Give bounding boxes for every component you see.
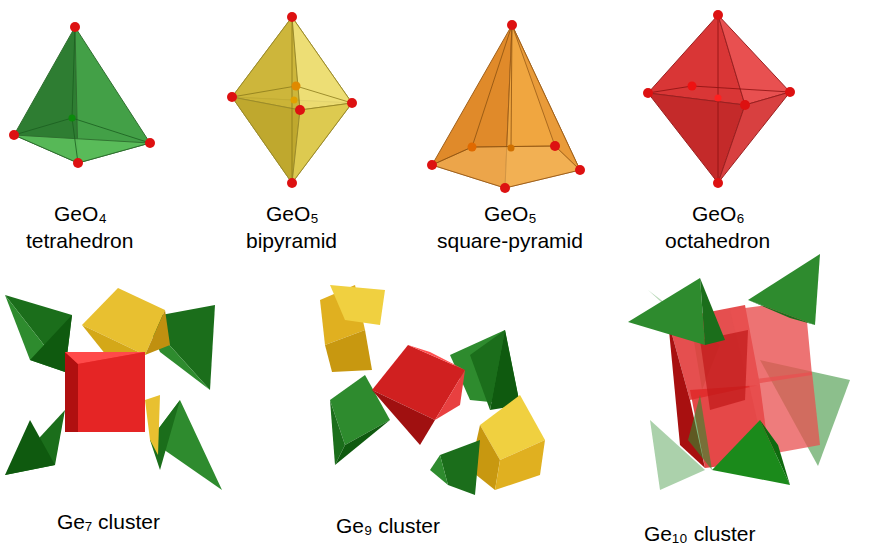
formula-label: GeO₅ bbox=[266, 202, 319, 226]
shape-name: octahedron bbox=[665, 229, 770, 253]
ge10-cluster bbox=[628, 254, 850, 490]
ge9-cluster bbox=[320, 285, 545, 495]
cluster-label: Ge₁₀ cluster bbox=[644, 522, 756, 546]
bipyramid bbox=[227, 12, 357, 188]
shape-name: bipyramid bbox=[246, 229, 337, 253]
formula-label: GeO₄ bbox=[54, 202, 107, 226]
formula-label: GeO₆ bbox=[692, 202, 745, 226]
shape-name: square-pyramid bbox=[437, 229, 583, 253]
ge7-cluster bbox=[5, 288, 222, 490]
cluster-label: Ge₇ cluster bbox=[57, 510, 160, 534]
square-pyramid bbox=[427, 20, 585, 193]
shape-name: tetrahedron bbox=[26, 229, 133, 253]
tetrahedron bbox=[9, 22, 155, 168]
octahedron bbox=[643, 10, 795, 188]
cluster-label: Ge₉ cluster bbox=[336, 514, 440, 538]
formula-label: GeO₅ bbox=[484, 202, 537, 226]
